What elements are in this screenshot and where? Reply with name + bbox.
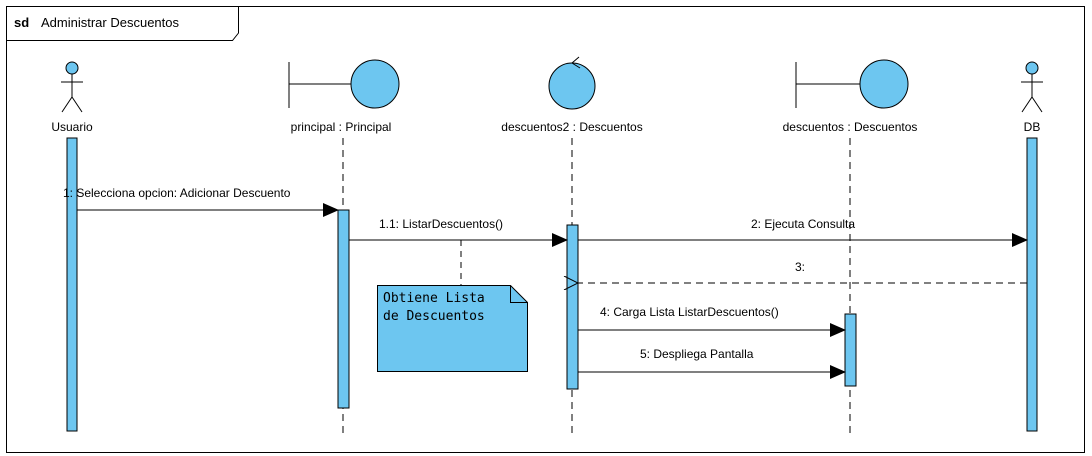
message-4-label: 4: Carga Lista ListarDescuentos(): [600, 305, 779, 319]
activation-principal: [337, 209, 350, 409]
activation-db: [1026, 137, 1038, 432]
lifeline-label-descuentos2: descuentos2 : Descuentos: [501, 120, 642, 134]
note-fold: [510, 285, 528, 303]
message-1-label: 1: Selecciona opcion: Adicionar Descuent…: [63, 186, 291, 200]
message-5-label: 5: Despliega Pantalla: [640, 347, 754, 361]
diagram-frame: [6, 6, 1085, 453]
lifeline-label-principal: principal : Principal: [291, 120, 392, 134]
message-2-label: 2: Ejecuta Consulta: [751, 217, 855, 231]
control-descuentos2-icon: [548, 56, 596, 110]
note-text-line-2: de Descuentos: [383, 309, 485, 324]
activation-descuentos2: [566, 224, 579, 390]
frame-title: Administrar Descuentos: [41, 15, 179, 30]
message-1-1-label: 1.1: ListarDescuentos(): [379, 217, 503, 231]
frame-keyword: sd: [14, 15, 29, 30]
message-3-label: 3:: [795, 260, 805, 274]
boundary-principal-icon: [288, 59, 400, 109]
lifeline-label-db: DB: [1024, 120, 1041, 134]
note-text-line-1: Obtiene Lista: [383, 291, 485, 306]
lifeline-label-usuario: Usuario: [51, 120, 93, 134]
actor-usuario-icon: [61, 61, 83, 113]
frame-title-tab: [6, 6, 239, 41]
actor-db-icon: [1021, 61, 1043, 113]
lifeline-label-descuentos: descuentos : Descuentos: [783, 120, 918, 134]
boundary-descuentos-icon: [795, 59, 909, 109]
activation-usuario: [66, 137, 78, 432]
activation-descuentos: [844, 313, 857, 387]
note-box: [377, 285, 528, 372]
